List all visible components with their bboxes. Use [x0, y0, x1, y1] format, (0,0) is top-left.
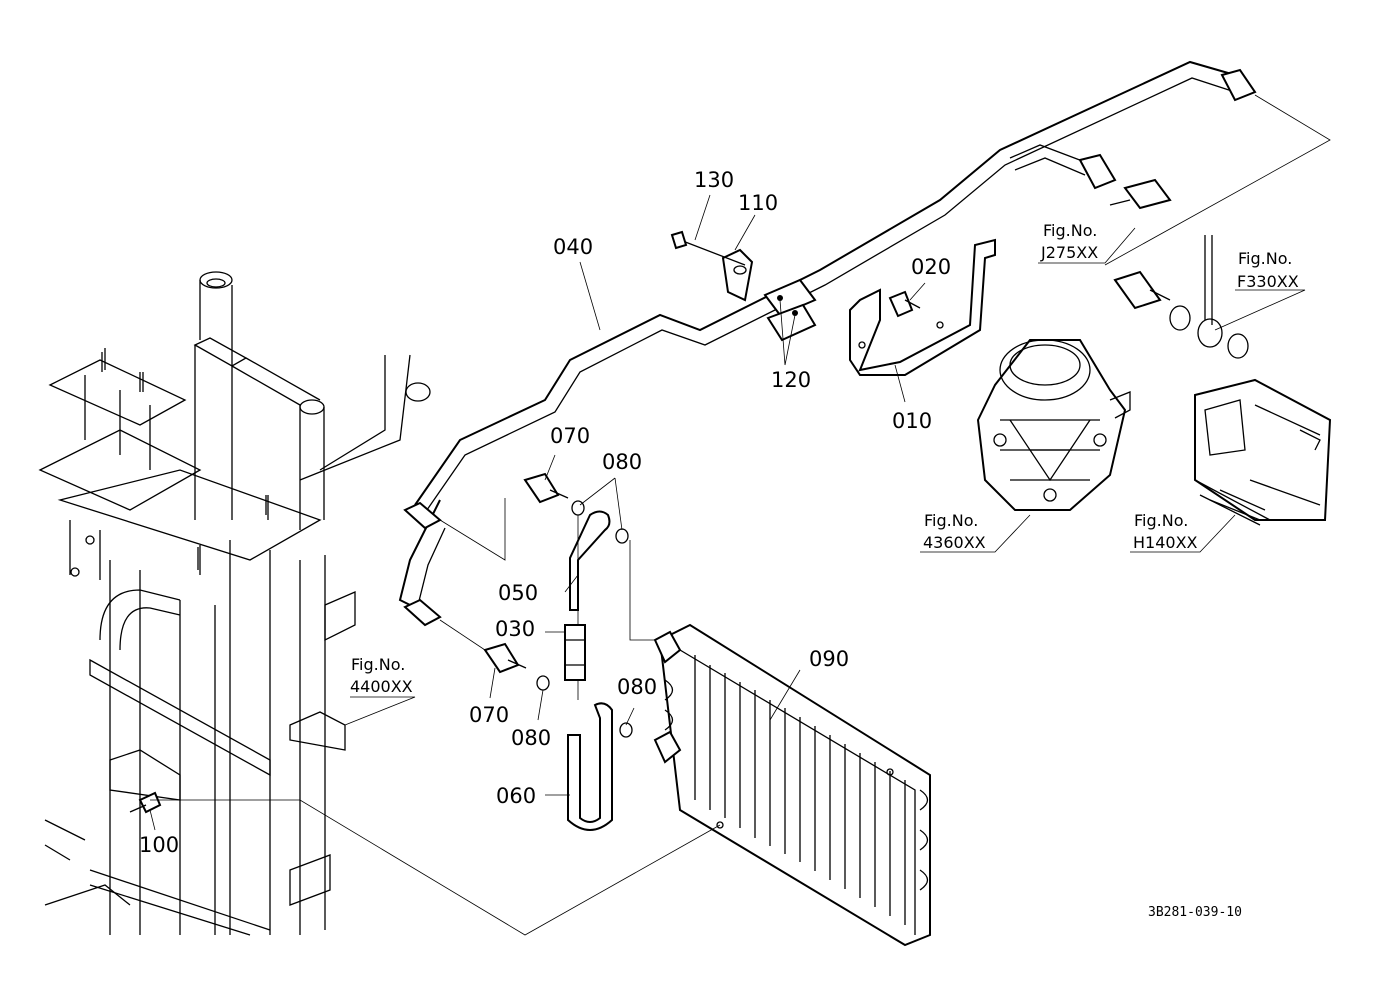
callout-labels: 130 110 040 020 120 010 070 080 050 030 …	[139, 168, 951, 857]
callout-070-bottom: 070	[469, 703, 509, 727]
hydraulic-unit	[1109, 178, 1332, 526]
callout-020: 020	[911, 255, 951, 279]
callout-090: 090	[809, 647, 849, 671]
bracket-010	[849, 238, 996, 376]
callout-080-right: 080	[617, 675, 657, 699]
figref-h140-line1: Fig.No.	[1134, 511, 1188, 530]
oil-pipe-assembly	[398, 60, 1331, 661]
callout-010: 010	[892, 409, 932, 433]
callout-110: 110	[738, 191, 778, 215]
figref-j275-line2: J275XX	[1040, 243, 1098, 262]
clamp-set	[670, 230, 817, 342]
hydraulic-pump	[976, 339, 1131, 511]
callout-030: 030	[495, 617, 535, 641]
figref-4400-line2: 4400XX	[350, 677, 413, 696]
hose-fittings	[483, 472, 660, 831]
callout-080-top: 080	[602, 450, 642, 474]
callout-070-top: 070	[550, 424, 590, 448]
callout-130: 130	[694, 168, 734, 192]
callout-080-bottom: 080	[511, 726, 551, 750]
figref-f330-line2: F330XX	[1237, 272, 1299, 291]
figref-f330-line1: Fig.No.	[1238, 249, 1292, 268]
figref-4360-line1: Fig.No.	[924, 511, 978, 530]
drawing-code: 3B281-039-10	[1148, 905, 1242, 920]
callout-120: 120	[771, 368, 811, 392]
figref-4360-line2: 4360XX	[923, 533, 986, 552]
figref-j275-line1: Fig.No.	[1043, 221, 1097, 240]
figref-4400-line1: Fig.No.	[351, 655, 405, 674]
frame-assembly	[38, 271, 431, 936]
figure-references: Fig.No. J275XX Fig.No. F330XX Fig.No. 43…	[350, 221, 1299, 696]
callout-050: 050	[498, 581, 538, 605]
callout-040: 040	[553, 235, 593, 259]
callout-060: 060	[496, 784, 536, 808]
callout-100: 100	[139, 833, 179, 857]
figref-h140-line2: H140XX	[1133, 533, 1198, 552]
callout-leaders	[149, 194, 1306, 831]
oil-cooler	[150, 623, 931, 947]
